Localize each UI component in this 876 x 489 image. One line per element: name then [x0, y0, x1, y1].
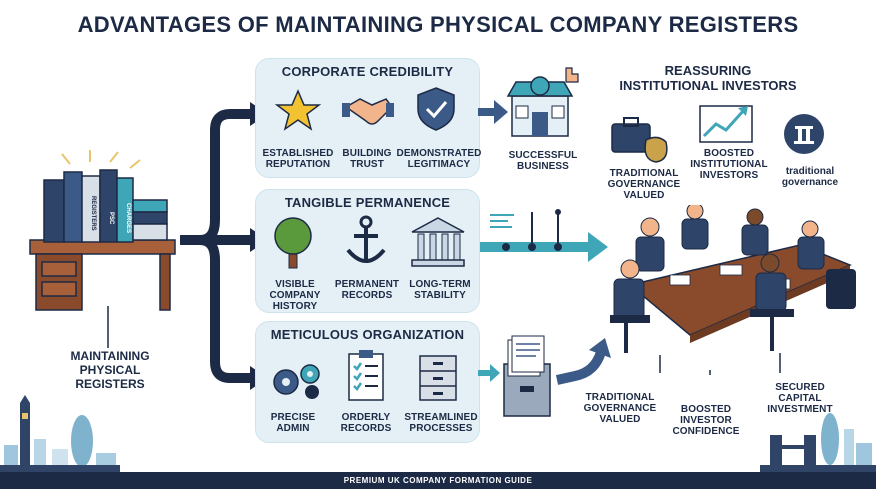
building-columns-icon: [411, 217, 465, 267]
storefront-icon: [506, 67, 579, 137]
handshake-icon: [342, 98, 394, 125]
precise-admin-caption: PRECISE ADMIN: [270, 412, 316, 434]
permanent-records-caption: PERMANENT RECORDS: [334, 279, 400, 301]
traditional-governance-right-caption: traditional governance: [781, 166, 839, 188]
document-archive-box-icon: [478, 335, 551, 417]
checklist-clipboard-icon: [348, 350, 384, 401]
established-reputation-caption: ESTABLISHED REPUTATION: [262, 148, 334, 170]
star-icon: [274, 89, 322, 131]
secured-capital-investment-caption: SECURED CAPITAL INVESTMENT: [767, 382, 833, 415]
tree-icon: [274, 217, 312, 269]
arrow-up-right: [555, 338, 611, 385]
desk-with-binders-illustration: [29, 150, 176, 311]
demonstrated-legitimacy-caption: DEMONSTRATED LEGITIMACY: [396, 148, 482, 170]
orderly-records-caption: ORDERLY RECORDS: [340, 412, 392, 434]
visible-company-history-caption: VISIBLE COMPANY HISTORY: [269, 279, 321, 312]
traditional-governance-bottom-caption: TRADITIONAL GOVERNANCE VALUED: [583, 392, 657, 425]
binder-label-psc: PSC: [108, 212, 114, 225]
boosted-investor-confidence-caption: BOOSTED INVESTOR CONFIDENCE: [672, 404, 740, 437]
binder-label-charges: CHARGES: [125, 203, 131, 234]
filing-cabinet-icon: [419, 355, 457, 401]
gears-icon: [273, 364, 320, 399]
branching-arrows: [180, 102, 268, 390]
briefcase-money-icon: [611, 117, 668, 163]
growth-chart-icon: [699, 105, 753, 143]
page-title: ADVANTAGES OF MAINTAINING PHYSICAL COMPA…: [77, 12, 799, 37]
maintaining-registers-label: MAINTAINING PHYSICAL REGISTERS: [70, 349, 150, 391]
boosted-institutional-investors-caption: BOOSTED INSTITUTIONAL INVESTORS: [690, 148, 768, 181]
boardroom-meeting-illustration: [610, 205, 856, 375]
meticulous-organization-title: METICULOUS ORGANIZATION: [270, 327, 465, 342]
anchor-icon: [346, 215, 386, 263]
successful-business-caption: SUCCESSFUL BUSINESS: [508, 150, 578, 172]
corporate-credibility-title: CORPORATE CREDIBILITY: [281, 64, 454, 79]
traditional-governance-top-caption: TRADITIONAL GOVERNANCE VALUED: [607, 168, 681, 201]
long-term-stability-caption: LONG-TERM STABILITY: [409, 279, 471, 301]
building-trust-caption: BUILDING TRUST: [342, 148, 392, 170]
footer-banner: PREMIUM UK COMPANY FORMATION GUIDE: [0, 472, 876, 489]
corporate-credibility-panel: CORPORATE CREDIBILITY ESTABLISHED REPUTA…: [255, 58, 481, 178]
timeline-arrow: [480, 209, 608, 262]
tangible-permanence-title: TANGIBLE PERMANENCE: [284, 195, 451, 210]
streamlined-processes-caption: STREAMLINED PROCESSES: [404, 412, 478, 434]
tangible-permanence-panel: TANGIBLE PERMANENCE VISIBLE COMPANY HIST…: [255, 189, 480, 313]
arrow-right-icon: [478, 100, 508, 124]
meticulous-organization-panel: METICULOUS ORGANIZATION PRECISE ADMIN OR…: [255, 321, 480, 443]
london-skyline-right: [760, 413, 876, 472]
binder-label-registers: REGISTERS: [90, 196, 96, 231]
reassuring-investors-title: REASSURING INSTITUTIONAL INVESTORS: [619, 63, 797, 93]
institution-pillar-icon: [784, 114, 824, 154]
shield-check-icon: [417, 87, 455, 131]
connector-line: [107, 306, 109, 348]
london-skyline-left: [0, 395, 120, 472]
